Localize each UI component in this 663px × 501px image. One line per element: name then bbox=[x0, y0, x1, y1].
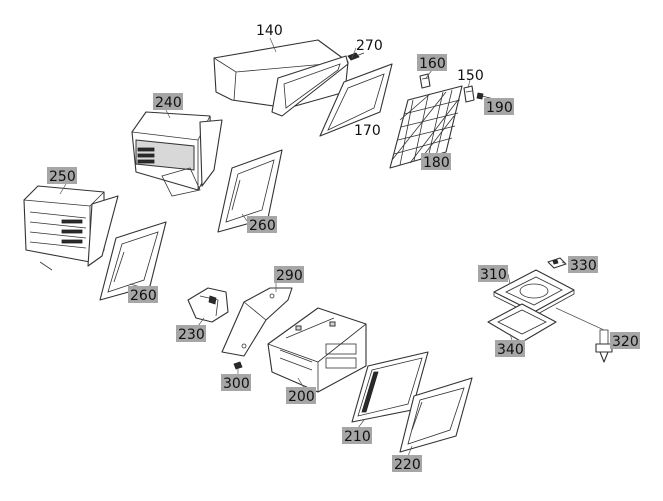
part-320-screw bbox=[595, 329, 613, 363]
callout-300: 300 bbox=[221, 374, 251, 392]
svg-text:260: 260 bbox=[249, 218, 276, 234]
callout-230: 230 bbox=[176, 325, 206, 343]
svg-text:330: 330 bbox=[570, 258, 597, 274]
callout-250: 250 bbox=[47, 167, 77, 185]
callout-290: 290 bbox=[274, 266, 304, 284]
callout-270: 270 bbox=[356, 38, 383, 54]
callout-160: 160 bbox=[417, 54, 447, 72]
svg-text:270: 270 bbox=[356, 38, 383, 54]
callout-170: 170 bbox=[354, 123, 381, 139]
callout-200: 200 bbox=[286, 387, 316, 405]
svg-text:140: 140 bbox=[256, 23, 283, 39]
svg-text:340: 340 bbox=[497, 342, 524, 358]
svg-text:210: 210 bbox=[344, 429, 371, 445]
callout-180: 180 bbox=[421, 153, 451, 171]
callout-240: 240 bbox=[153, 93, 183, 111]
callout-340: 340 bbox=[495, 340, 525, 358]
part-270-screw bbox=[347, 52, 365, 61]
callout-220: 220 bbox=[392, 455, 422, 473]
svg-text:190: 190 bbox=[486, 100, 513, 116]
part-160-bracket bbox=[419, 73, 431, 89]
part-200-chassis bbox=[267, 307, 367, 393]
callout-330: 330 bbox=[568, 256, 598, 274]
svg-text:160: 160 bbox=[419, 56, 446, 72]
part-250-drive-cage bbox=[23, 185, 119, 271]
svg-text:200: 200 bbox=[288, 389, 315, 405]
part-240-drive-cage bbox=[131, 111, 223, 197]
svg-text:240: 240 bbox=[155, 95, 182, 111]
part-180-filter-mesh bbox=[389, 85, 463, 169]
part-150-clip bbox=[463, 85, 475, 103]
callout-190: 190 bbox=[484, 98, 514, 116]
part-230-bracket bbox=[187, 287, 229, 323]
callout-210: 210 bbox=[342, 427, 372, 445]
part-170-plate bbox=[319, 63, 393, 137]
callout-140: 140 bbox=[256, 23, 283, 39]
svg-text:150: 150 bbox=[457, 68, 484, 84]
callout-310: 310 bbox=[478, 265, 508, 283]
svg-text:170: 170 bbox=[354, 123, 381, 139]
callout-260-lower: 260 bbox=[128, 286, 158, 304]
part-140-frame bbox=[271, 55, 349, 117]
svg-text:260: 260 bbox=[130, 288, 157, 304]
svg-text:250: 250 bbox=[49, 169, 76, 185]
svg-text:310: 310 bbox=[480, 267, 507, 283]
leader-lines bbox=[59, 37, 605, 457]
svg-text:300: 300 bbox=[223, 376, 250, 392]
svg-text:180: 180 bbox=[423, 155, 450, 171]
callout-320: 320 bbox=[610, 332, 640, 350]
part-300-screw bbox=[233, 361, 243, 370]
part-210-frame bbox=[351, 351, 429, 423]
callout-260-upper: 260 bbox=[247, 216, 277, 234]
svg-text:320: 320 bbox=[612, 334, 639, 350]
part-220-bezel bbox=[399, 377, 473, 453]
svg-text:290: 290 bbox=[276, 268, 303, 284]
callout-150: 150 bbox=[457, 68, 484, 84]
svg-text:220: 220 bbox=[394, 457, 421, 473]
svg-text:230: 230 bbox=[178, 327, 205, 343]
part-290-side-plate bbox=[221, 287, 293, 357]
